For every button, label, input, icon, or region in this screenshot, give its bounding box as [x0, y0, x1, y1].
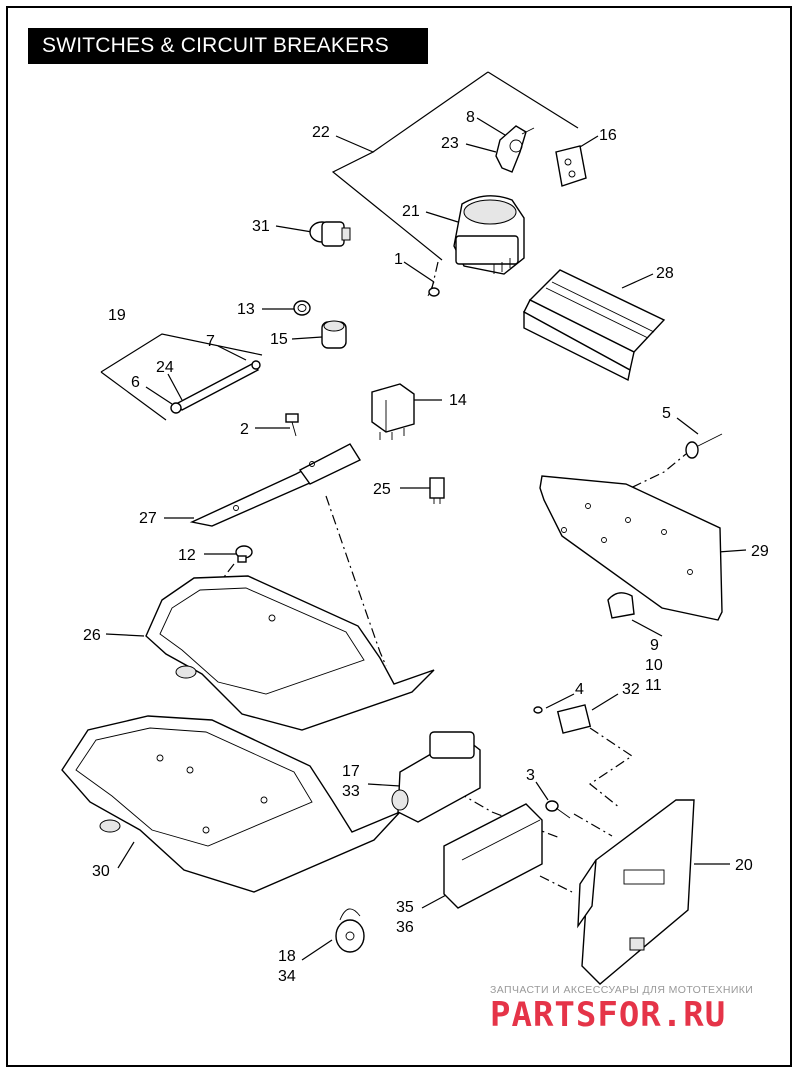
rivet-part: [685, 433, 723, 459]
callout-35: 35: [396, 899, 414, 916]
callout-25: 25: [373, 481, 391, 498]
callout-22: 22: [312, 124, 330, 141]
clip-part: [607, 592, 635, 619]
watermark-tagline: ЗАПЧАСТИ И АКСЕССУАРЫ ДЛЯ МОТОТЕХНИКИ: [490, 984, 753, 996]
watermark-logo: PARTSFOR.RU: [490, 995, 726, 1035]
callout-15: 15: [270, 331, 288, 348]
switch-part: [309, 221, 351, 247]
callout-28: 28: [656, 265, 674, 282]
callout-2: 2: [240, 421, 249, 438]
callout-13: 13: [237, 301, 255, 318]
channel-part: [523, 269, 666, 382]
callout-32: 32: [622, 681, 640, 698]
callout-10: 10: [645, 657, 663, 674]
screw-part: [427, 281, 440, 297]
callout-36: 36: [396, 919, 414, 936]
callout-14: 14: [449, 392, 467, 409]
callout-9: 9: [650, 637, 659, 654]
bolt-part: [285, 413, 299, 437]
callout-30: 30: [92, 863, 110, 880]
callout-6: 6: [131, 374, 140, 391]
callout-labels: 22 8 23 16 21 31 1 28 13 15 19 7 24 6 14…: [83, 109, 769, 985]
tray-upper-part: [145, 575, 435, 731]
callout-21: 21: [402, 203, 420, 220]
relay-part: [371, 383, 415, 440]
page-title: SWITCHES & CIRCUIT BREAKERS: [28, 28, 428, 64]
callout-31: 31: [252, 218, 270, 235]
callout-20: 20: [735, 857, 753, 874]
diagram-frame: [6, 6, 792, 1067]
callout-16: 16: [599, 127, 617, 144]
regulator-part: [453, 195, 525, 275]
callout-19: 19: [108, 307, 126, 324]
callout-23: 23: [441, 135, 459, 152]
callout-12: 12: [178, 547, 196, 564]
control-module-part: [443, 803, 543, 909]
callout-11: 11: [645, 677, 662, 694]
callout-27: 27: [139, 510, 157, 527]
o-ring-part: [293, 300, 311, 316]
connector-clip-part: [495, 125, 535, 173]
callout-26: 26: [83, 627, 101, 644]
support-bracket-part: [577, 799, 695, 985]
tray-lower-part: [61, 715, 401, 893]
callout-33: 33: [342, 783, 360, 800]
callout-7: 7: [206, 333, 215, 350]
callout-1: 1: [394, 251, 403, 268]
callout-24: 24: [156, 359, 174, 376]
key-tag-part: [335, 908, 365, 953]
callout-18: 18: [278, 948, 296, 965]
bolt-small-part: [545, 800, 571, 819]
actuator-part: [391, 731, 481, 823]
callout-4: 4: [575, 681, 584, 698]
callout-17: 17: [342, 763, 360, 780]
callout-34: 34: [278, 968, 296, 985]
callout-3: 3: [526, 767, 535, 784]
terminal-plate-part: [555, 145, 587, 187]
pressure-switch-part: [321, 320, 347, 349]
side-panel-part: [539, 475, 723, 621]
callout-8: 8: [466, 109, 475, 126]
callout-29: 29: [751, 543, 769, 560]
small-module-part: [533, 704, 592, 734]
ground-strap-part: [170, 360, 261, 414]
callout-5: 5: [662, 405, 671, 422]
fuse-part: [429, 477, 445, 504]
mounting-plate-part: [189, 443, 362, 527]
grommet-part: [235, 545, 253, 563]
watermark: ЗАПЧАСТИ И АКСЕССУАРЫ ДЛЯ МОТОТЕХНИКИ PA…: [490, 984, 753, 1035]
